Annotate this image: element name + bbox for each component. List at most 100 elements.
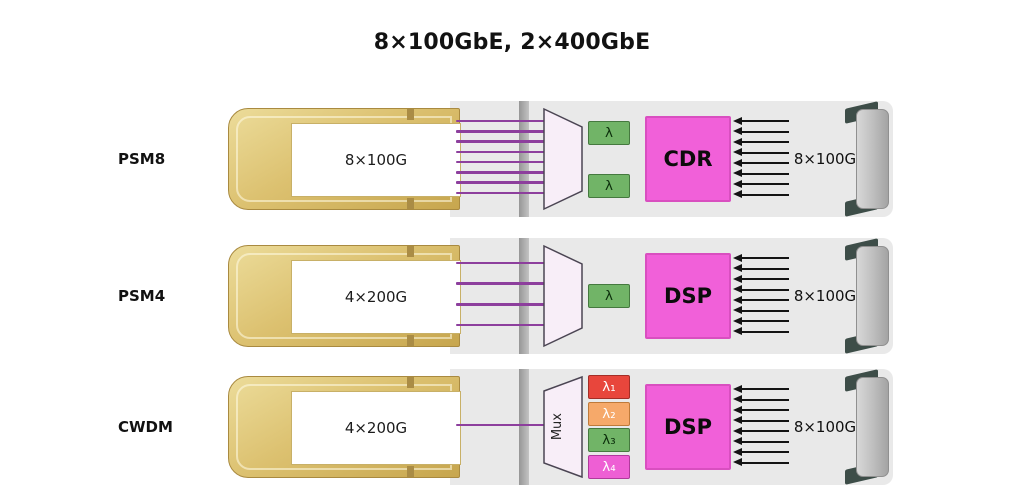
signal-arrow bbox=[733, 285, 789, 294]
mux-trapezoid bbox=[543, 375, 583, 479]
mpo-connector: 4×200G bbox=[228, 245, 461, 347]
arrow-head-icon bbox=[733, 395, 742, 404]
lambda-box: λ₁ bbox=[588, 375, 630, 400]
arrow-head-icon bbox=[733, 437, 742, 446]
fiber-line bbox=[456, 150, 546, 154]
module-ferrule-bar bbox=[519, 369, 529, 485]
fiber-line bbox=[456, 119, 546, 123]
signal-arrow bbox=[733, 306, 789, 315]
arrow-head-icon bbox=[733, 253, 742, 262]
dsp-chip: DSP bbox=[645, 253, 731, 339]
arrow-head-icon bbox=[733, 316, 742, 325]
arrow-head-icon bbox=[733, 426, 742, 435]
signal-arrow bbox=[733, 437, 789, 446]
arrow-head-icon bbox=[733, 416, 742, 425]
connector-key-notch bbox=[407, 335, 414, 346]
row-label: CWDM bbox=[118, 418, 173, 436]
lambda-box: λ₄ bbox=[588, 454, 630, 479]
signal-arrow bbox=[733, 179, 789, 188]
signal-arrow bbox=[733, 416, 789, 425]
arrow-head-icon bbox=[733, 405, 742, 414]
signal-arrow bbox=[733, 169, 789, 178]
signal-arrow bbox=[733, 295, 789, 304]
fiber-line bbox=[456, 303, 546, 306]
fiber-bundle bbox=[456, 384, 546, 466]
arrow-head-icon bbox=[733, 458, 742, 467]
arrow-head-icon bbox=[733, 447, 742, 456]
connector-label-plate: 4×200G bbox=[291, 391, 461, 465]
lambda-box: λ bbox=[588, 173, 630, 198]
fiber-line bbox=[456, 423, 546, 427]
row-label: PSM8 bbox=[118, 150, 166, 168]
fiber-line bbox=[456, 130, 546, 133]
signal-arrow bbox=[733, 264, 789, 273]
lambda-stack: λ bbox=[588, 243, 630, 349]
lambda-box: λ bbox=[588, 120, 630, 145]
signal-arrow bbox=[733, 274, 789, 283]
fiber-bundle bbox=[456, 116, 546, 198]
signal-arrow bbox=[733, 327, 789, 336]
fiber-bundle bbox=[456, 253, 546, 335]
arrow-head-icon bbox=[733, 274, 742, 283]
signal-arrow bbox=[733, 458, 789, 467]
arrow-head-icon bbox=[733, 190, 742, 199]
arrow-head-icon bbox=[733, 295, 742, 304]
signal-arrow bbox=[733, 158, 789, 167]
edge-connector bbox=[856, 246, 889, 346]
lambda-box: λ₃ bbox=[588, 428, 630, 453]
connector-label-plate: 4×200G bbox=[291, 260, 461, 334]
connector-key-notch bbox=[407, 466, 414, 477]
fiber-line bbox=[456, 282, 546, 285]
module-ferrule-bar bbox=[519, 101, 529, 217]
fiber-line bbox=[456, 181, 546, 184]
mux-label: Mux bbox=[549, 413, 565, 441]
signal-arrow bbox=[733, 384, 789, 393]
arrow-head-icon bbox=[733, 127, 742, 136]
signal-arrow bbox=[733, 190, 789, 199]
page-title: 8×100GbE, 2×400GbE bbox=[373, 30, 651, 55]
arrow-head-icon bbox=[733, 264, 742, 273]
fiber-line bbox=[456, 261, 546, 265]
signal-arrow bbox=[733, 127, 789, 136]
electrical-lanes bbox=[733, 384, 789, 468]
signal-arrow bbox=[733, 395, 789, 404]
connector-key-notch bbox=[407, 109, 414, 120]
row-psm4: PSM4 4×200G λ DSP 8×100G bbox=[0, 237, 1024, 355]
splitter-trapezoid bbox=[543, 107, 583, 211]
arrow-head-icon bbox=[733, 327, 742, 336]
fiber-line bbox=[456, 160, 546, 164]
electrical-lanes bbox=[733, 253, 789, 337]
arrow-head-icon bbox=[733, 169, 742, 178]
splitter-trapezoid bbox=[543, 244, 583, 348]
connector-rate-label: 8×100G bbox=[344, 151, 408, 169]
connector-label-plate: 8×100G bbox=[291, 123, 461, 197]
mpo-connector: 4×200G bbox=[228, 376, 461, 478]
edge-connector bbox=[856, 109, 889, 209]
signal-arrow bbox=[733, 116, 789, 125]
signal-arrow bbox=[733, 137, 789, 146]
electrical-rate-label: 8×100G bbox=[793, 418, 857, 436]
signal-arrow bbox=[733, 148, 789, 157]
connector-key-notch bbox=[407, 198, 414, 209]
arrow-head-icon bbox=[733, 148, 742, 157]
arrow-head-icon bbox=[733, 384, 742, 393]
arrow-head-icon bbox=[733, 285, 742, 294]
connector-key-notch bbox=[407, 246, 414, 257]
lambda-box: λ bbox=[588, 284, 630, 308]
signal-arrow bbox=[733, 405, 789, 414]
mpo-connector: 8×100G bbox=[228, 108, 461, 210]
fiber-line bbox=[456, 140, 546, 143]
connector-key-notch bbox=[407, 377, 414, 388]
arrow-head-icon bbox=[733, 116, 742, 125]
fiber-line bbox=[456, 171, 546, 174]
fiber-line bbox=[456, 191, 546, 195]
lambda-box: λ₂ bbox=[588, 401, 630, 426]
connector-rate-label: 4×200G bbox=[344, 288, 408, 306]
connector-rate-label: 4×200G bbox=[344, 419, 408, 437]
signal-arrow bbox=[733, 316, 789, 325]
signal-arrow bbox=[733, 253, 789, 262]
arrow-head-icon bbox=[733, 179, 742, 188]
